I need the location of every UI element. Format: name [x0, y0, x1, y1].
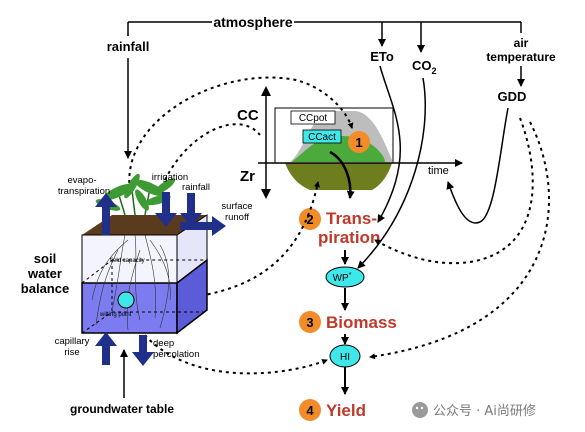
soil-to-root-dotted [164, 123, 261, 181]
surface-label: surface [221, 201, 252, 212]
eto-label: ETo [370, 49, 394, 64]
soil-block [81, 214, 208, 335]
gdd-label: GDD [498, 89, 527, 104]
soil-to-hi-dotted [139, 329, 328, 375]
step-3-badge [299, 311, 321, 333]
surface-runoff-arrow [180, 216, 226, 236]
step-4-badge [299, 399, 321, 421]
atmosphere-label: atmosphere [213, 14, 293, 30]
wilting-point-label: wilting point [99, 312, 132, 318]
transpiration-small-label: transpiration [58, 186, 110, 197]
watermark-text: 公众号 · Ai尚研修 [433, 404, 536, 419]
root-zone [285, 163, 392, 190]
irrigation-arrow [155, 192, 177, 227]
balance-label: balance [21, 281, 69, 296]
soil-water-drop [117, 291, 135, 309]
deep-percolation-arrow [132, 335, 154, 366]
step-3-number: 3 [306, 315, 313, 330]
time-label: time [428, 165, 449, 177]
capillary-rise-arrow [95, 332, 117, 365]
water-flow-arrows [95, 192, 226, 366]
transpiration-label-2: piration [318, 228, 380, 247]
percolation-label: percolation [153, 349, 199, 360]
runoff-label: runoff [225, 212, 249, 223]
groundwater-label: groundwater table [70, 402, 174, 416]
evapotranspiration-arrow [95, 193, 117, 235]
irrigation-label: irrigation [152, 172, 188, 183]
gdd-to-time-curve [446, 107, 509, 224]
eto-to-transpiration-arrow [377, 65, 401, 223]
zr-label: Zr [240, 168, 255, 185]
wp-label: WP* [333, 272, 352, 284]
temperature-label: temperature [486, 50, 556, 64]
rainfall-label: rainfall [107, 39, 150, 54]
rise-label: rise [64, 347, 79, 358]
wp-node [325, 266, 365, 288]
rainfall-small-label: rainfall [182, 182, 210, 193]
feedback-arcs [128, 76, 551, 375]
capillary-label: capillary [55, 336, 90, 347]
soil-label: soil [34, 251, 56, 266]
co2-label: CO2 [412, 58, 437, 76]
step-2-badge [299, 208, 321, 230]
wechat-icon [412, 402, 428, 418]
ccpot-label: CCpot [299, 113, 328, 124]
ccact-label: CCact [308, 132, 336, 143]
step-2-number: 2 [306, 212, 313, 227]
step-1-badge [348, 131, 370, 153]
atmosphere-connector [127, 21, 522, 53]
watermark: 公众号 · Ai尚研修 [412, 402, 536, 419]
gdd-to-transpiration-dotted [374, 117, 534, 265]
water-label: water [27, 266, 62, 281]
cc-label: CC [237, 107, 259, 124]
transpiration-label-1: Trans- [326, 209, 377, 228]
hi-label: HI [340, 352, 350, 363]
biomass-label: Biomass [326, 313, 397, 332]
gdd-to-hi-dotted [369, 121, 551, 360]
cc-to-transpiration-arrow [329, 150, 355, 199]
step-4-number: 4 [306, 403, 314, 418]
field-capacity-label: field capacity [110, 258, 145, 264]
deep-label: deep [153, 338, 174, 349]
rainfall-small-arrow [180, 193, 202, 227]
yield-label: Yield [326, 401, 366, 420]
co2-to-wp-arrow [357, 77, 426, 269]
step-1-number: 1 [355, 135, 362, 150]
soil-to-cc-dotted [128, 76, 354, 191]
air-label: air [514, 36, 529, 50]
soil-to-transpiration-dotted [144, 181, 320, 301]
evapo-label: evapo- [67, 175, 96, 186]
